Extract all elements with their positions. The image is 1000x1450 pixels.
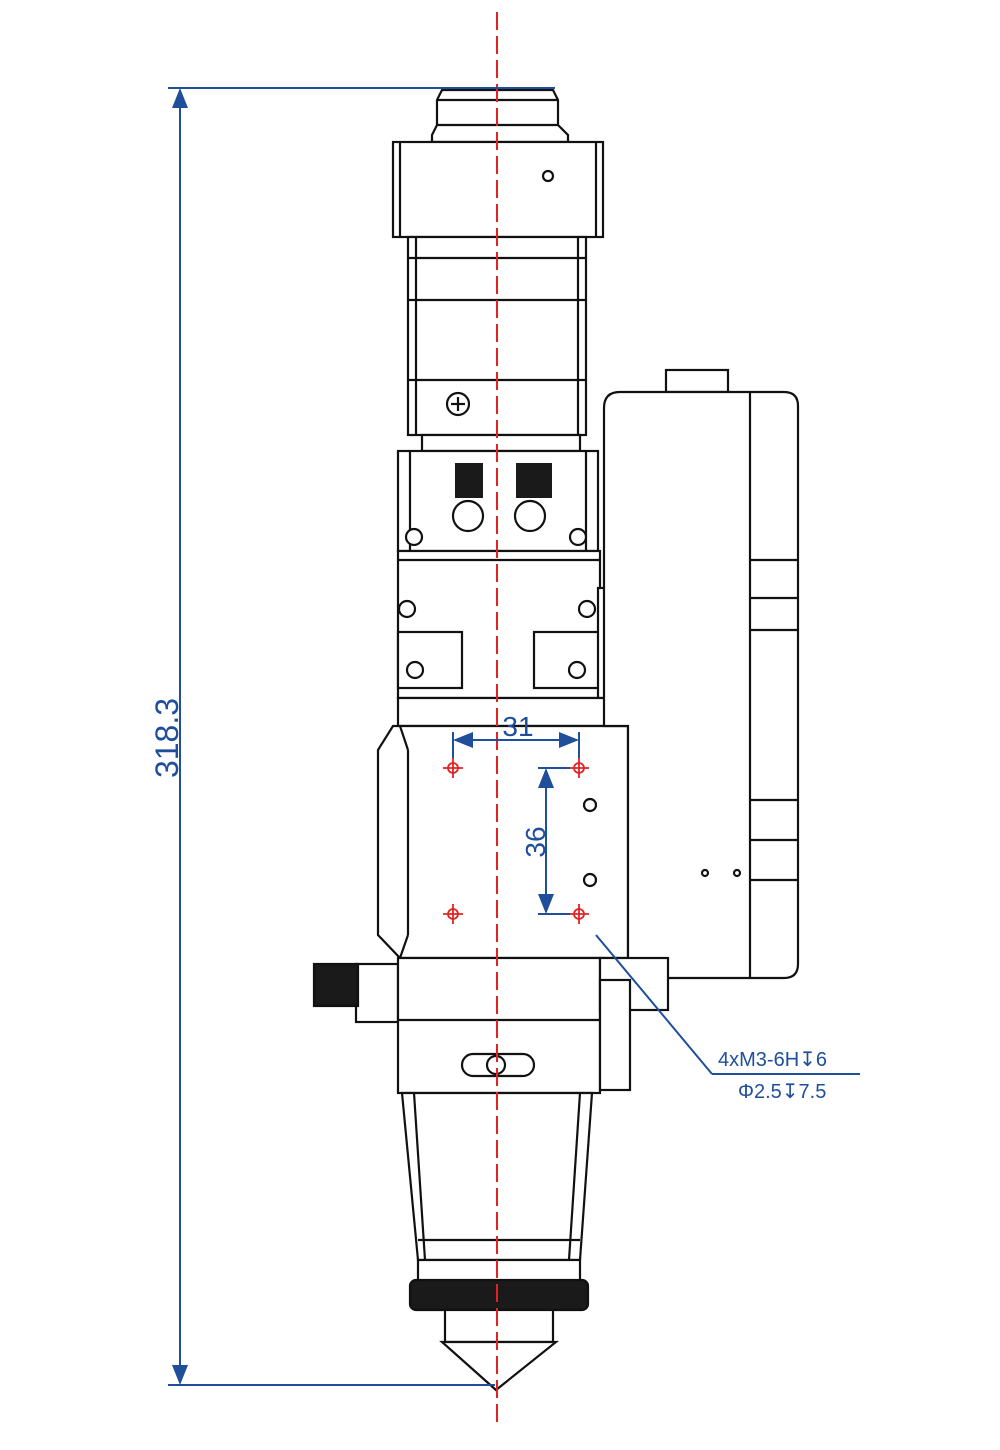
thread-callout-line1: 4xM3-6H↧6 [718, 1049, 827, 1071]
hole-spacing-vertical-label: 36 [520, 826, 551, 857]
hole-marker [443, 758, 463, 778]
height-dimension-label: 318.3 [149, 698, 185, 778]
main-body [376, 724, 630, 960]
height-dimension [168, 87, 555, 1386]
top-cap [430, 88, 570, 144]
nozzle-tip [439, 1340, 560, 1392]
collimator-port [541, 169, 555, 183]
hole-marker [569, 904, 589, 924]
hole-spacing-vertical [538, 767, 570, 915]
side-box-handle [664, 368, 730, 394]
hole-spacing-horizontal-label: 31 [502, 711, 533, 742]
gas-connector-knurl [312, 962, 360, 1008]
thread-callout-leader [595, 934, 860, 1075]
mounting-holes [443, 758, 589, 924]
knurled-ring [408, 1278, 590, 1312]
thread-callout-line2: Φ2.5↧7.5 [738, 1081, 826, 1103]
gas-connector [354, 962, 400, 1024]
hole-marker [443, 904, 463, 924]
bolt-heads [455, 463, 552, 498]
side-electronics-box [602, 390, 800, 980]
hole-marker [569, 758, 589, 778]
hole-spacing-horizontal [452, 732, 580, 758]
